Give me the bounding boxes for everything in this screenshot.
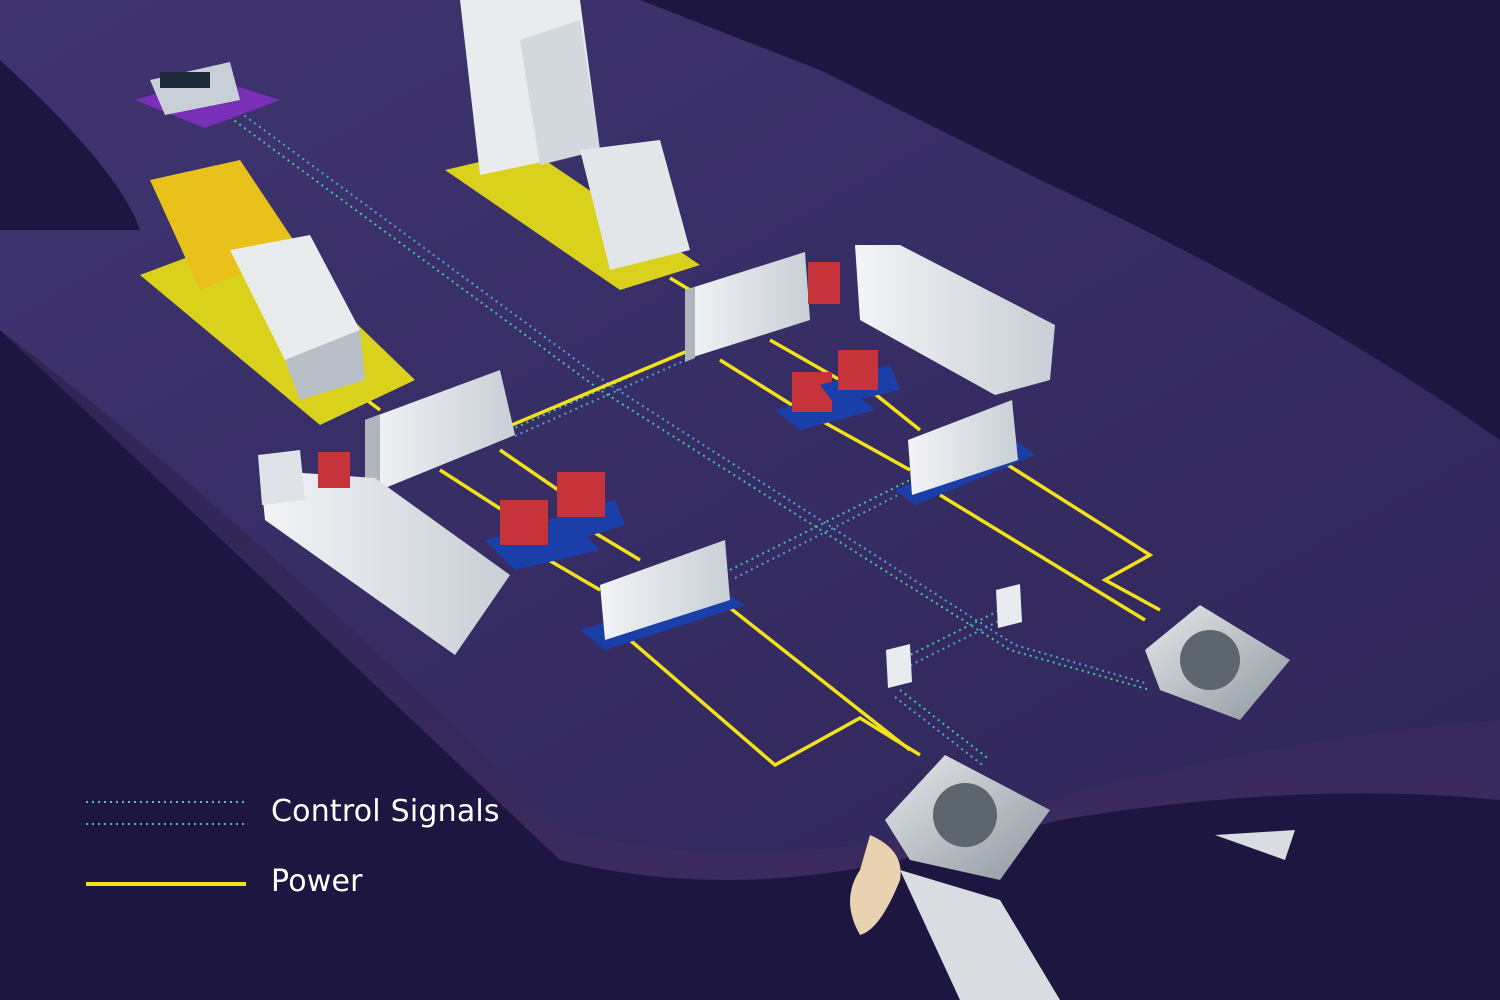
transformer-icon: [548, 472, 625, 545]
drive-cabinet-icon: [258, 450, 510, 655]
power-line: [628, 638, 921, 768]
ship-hull: [0, 0, 1500, 880]
power-line: [819, 418, 911, 472]
power-line: [669, 276, 691, 292]
power-line: [718, 598, 912, 752]
legend: [86, 801, 246, 886]
propeller-icon: [850, 835, 901, 935]
power-line: [719, 358, 801, 412]
control-signal-line: [219, 109, 1151, 691]
switchboard-icon: [365, 370, 515, 495]
transformer-icon: [318, 452, 350, 488]
drive-cabinet-icon: [580, 540, 745, 650]
transformer-icon: [820, 350, 900, 405]
bridge-console-icon: [135, 62, 280, 128]
thruster-control-box-icon: [886, 644, 912, 688]
switchboard-icon: [685, 252, 810, 362]
power-line: [939, 493, 1146, 622]
drive-cabinet-icon: [895, 400, 1035, 505]
legend-control-signals-label: Control Signals: [271, 794, 500, 829]
control-signal-line: [899, 689, 991, 761]
transformer-icon: [808, 262, 840, 304]
thruster-control-box-icon: [996, 584, 1022, 628]
power-line: [999, 458, 1161, 612]
azimuth-thruster-icon: [1145, 605, 1290, 720]
power-line: [589, 528, 641, 562]
power-line: [499, 348, 691, 432]
power-line: [868, 388, 922, 432]
legend-power-label: Power: [271, 864, 363, 899]
control-signal-line: [229, 104, 1146, 684]
power-line: [439, 468, 511, 517]
control-signal-line: [894, 696, 986, 768]
control-signal-line: [904, 617, 1006, 669]
control-signal-lines: [219, 104, 1151, 768]
control-signal-line: [899, 609, 1001, 661]
azimuth-thruster-icon: [885, 755, 1295, 1000]
gas-turbine-generator-icon: [445, 0, 700, 290]
drive-cabinet-icon: [855, 245, 1055, 395]
ship-deck: [0, 0, 1500, 853]
diesel-generator-icon: [140, 160, 415, 425]
